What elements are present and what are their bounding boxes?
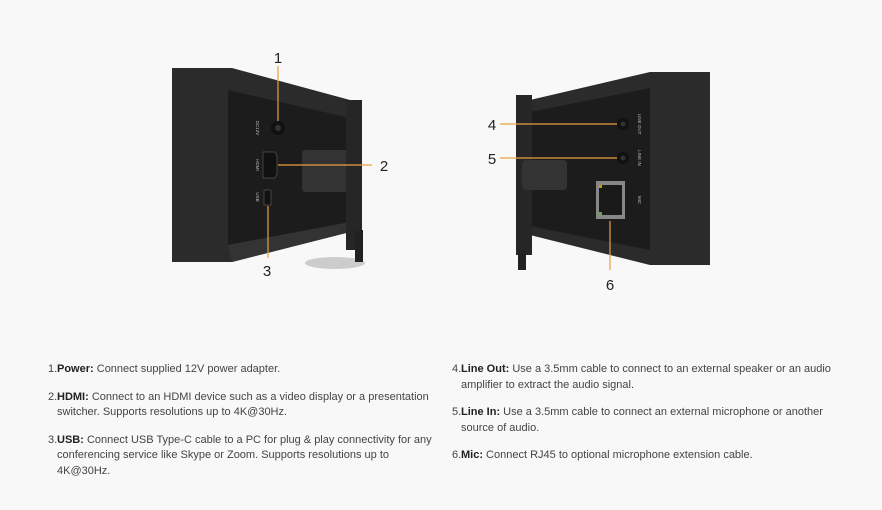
description-item-line-in: 5.Line In: Use a 3.5mm cable to connect …: [452, 406, 823, 434]
description-item-mic: 6.Mic: Connect RJ45 to optional micropho…: [452, 449, 753, 461]
port-label-line-in: LINE IN: [637, 150, 642, 166]
description-item-line-out: 4.Line Out: Use a 3.5mm cable to connect…: [452, 363, 831, 391]
description-item-hdmi: 2.HDMI: Connect to an HDMI device such a…: [48, 390, 429, 419]
port-label-line-out: LINE OUT: [637, 114, 642, 135]
callout-1: 1: [274, 50, 282, 67]
description-item-power: 1.Power: Connect supplied 12V power adap…: [48, 363, 281, 375]
description-item-usb: 3.USB: Connect USB Type-C cable to a PC …: [48, 433, 432, 477]
port-label-power: DC12V: [255, 121, 260, 136]
callout-3: 3: [263, 263, 271, 280]
leader-lines: [267, 66, 617, 270]
port-label-mic: MIC: [637, 196, 642, 205]
callout-6: 6: [606, 277, 614, 294]
port-descriptions-right: 4.Line Out: Use a 3.5mm cable to connect…: [452, 362, 842, 476]
callout-2: 2: [380, 158, 388, 175]
port-descriptions-left: 1.Power: Connect supplied 12V power adap…: [48, 362, 438, 491]
right-device-image: LINE OUT LINE IN MIC: [516, 72, 710, 270]
device-ports-figure: DC12V HDMI USB LINE OUT LINE IN MIC 1 2 …: [172, 50, 710, 294]
port-label-usb: USB: [255, 192, 260, 201]
left-device-image: DC12V HDMI USB: [172, 68, 365, 269]
port-label-hdmi: HDMI: [255, 159, 260, 171]
callout-5: 5: [488, 151, 496, 168]
callout-4: 4: [488, 117, 496, 134]
